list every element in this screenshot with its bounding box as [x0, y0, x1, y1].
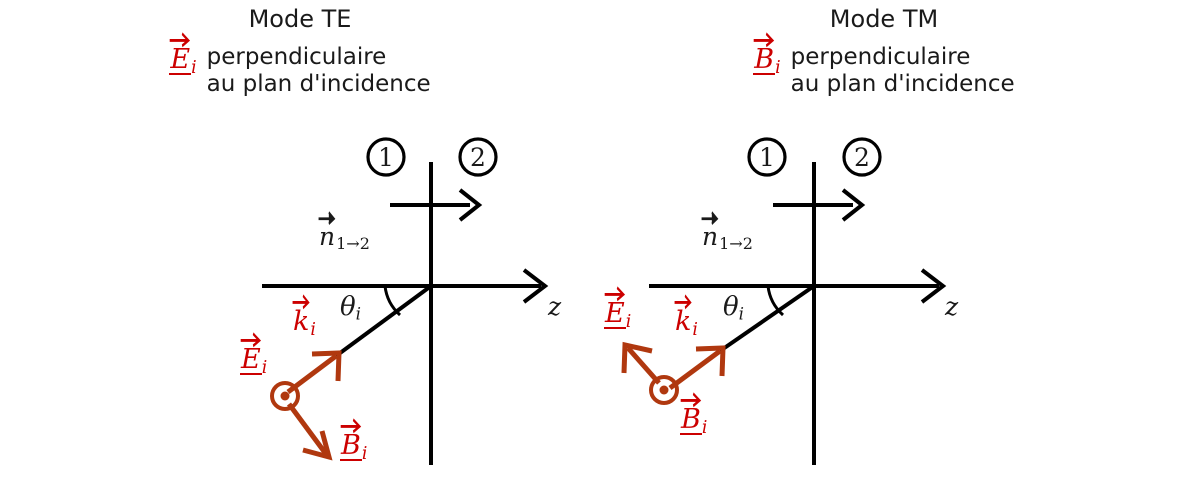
b-out-of-page-circle-tm	[649, 375, 679, 405]
normal-label-sub-te: 1→2	[336, 234, 370, 253]
angle-label-sub-te: i	[355, 304, 361, 324]
e-arrowhead-tm	[621, 341, 653, 374]
e-vector-label-te: Ei	[240, 332, 268, 378]
z-axis-arrowhead-te	[522, 268, 549, 304]
vector-arrow-normal-icon	[701, 210, 719, 226]
normal-label-sub-tm: 1→2	[719, 234, 753, 253]
angle-arc-tm	[766, 285, 785, 317]
k-vector-label-te: ki	[292, 294, 316, 340]
vector-arrow-k-icon	[292, 293, 310, 310]
normal-arrowhead-te	[458, 188, 483, 222]
normal-label-tm: n1→2	[701, 211, 753, 253]
z-axis-label-tm: z	[945, 292, 959, 321]
e-label-letter-tm: E	[605, 298, 625, 329]
region-1-label-te: 1	[378, 143, 394, 172]
e-label-sub-te: i	[261, 357, 268, 378]
b-arrowhead-te	[302, 430, 333, 461]
caption-text-te: perpendiculaire au plan d'incidence	[207, 44, 431, 98]
normal-label-letter-tm: n	[702, 222, 719, 251]
k-arrowhead-tm	[695, 345, 726, 377]
vector-arrow-b-icon	[680, 391, 702, 408]
e-out-of-page-circle-te	[270, 381, 300, 411]
caption-line2-te: au plan d'incidence	[206, 71, 431, 97]
k-arrowhead-te	[311, 350, 342, 382]
e-out-of-page-dot-te	[280, 391, 290, 401]
caption-symbol-letter-te: E	[170, 44, 191, 75]
vector-arrow-b-icon	[340, 417, 362, 434]
e-vector-label-tm: Ei	[604, 286, 632, 332]
angle-label-tm: θi	[723, 292, 744, 324]
vector-arrow-normal-icon	[318, 210, 336, 226]
e-vector-tm	[626, 346, 661, 385]
k-vector-label-tm: ki	[674, 294, 698, 340]
angle-label-letter-te: θ	[340, 292, 356, 322]
region-2-circle-tm	[842, 137, 882, 177]
panel-mode-tm: Mode TM Bi perpendiculaire au plan d'inc…	[600, 0, 1200, 477]
b-vector-te	[286, 402, 329, 456]
region-1-circle-tm	[747, 137, 787, 177]
b-label-letter-te: B	[341, 430, 361, 461]
normal-label-te: n1→2	[318, 211, 370, 253]
k-label-sub-te: i	[310, 319, 316, 340]
caption-symbol-letter-tm: B	[754, 44, 775, 75]
caption-symbol-te: Ei	[169, 32, 197, 78]
region-2-label-te: 2	[470, 143, 486, 172]
z-axis-label-te: z	[548, 292, 562, 321]
region-2-label-tm: 2	[854, 143, 870, 172]
angle-label-sub-tm: i	[738, 304, 744, 324]
e-label-sub-tm: i	[625, 311, 632, 332]
vector-arrow-accent-icon	[753, 31, 775, 48]
panel-title-te: Mode TE	[248, 5, 352, 33]
k-label-letter-tm: k	[675, 306, 692, 337]
vector-arrow-e-icon	[240, 331, 262, 348]
region-2-circle-te	[458, 137, 498, 177]
normal-arrowhead-tm	[841, 188, 866, 222]
k-label-sub-tm: i	[692, 319, 698, 340]
b-label-letter-tm: B	[681, 404, 701, 435]
angle-label-letter-tm: θ	[723, 292, 739, 322]
angle-arc-te	[383, 285, 402, 317]
caption-symbol-sub-tm: i	[775, 57, 781, 78]
b-label-sub-te: i	[361, 443, 368, 464]
diagram-tm: 1 2	[621, 137, 947, 465]
angle-label-te: θi	[340, 292, 361, 324]
vector-arrow-accent-icon	[169, 31, 191, 48]
caption-text-tm: perpendiculaire au plan d'incidence	[791, 44, 1015, 98]
k-label-letter-te: k	[293, 306, 310, 337]
vector-arrow-e-icon	[604, 285, 626, 302]
k-vector-tm	[668, 348, 722, 391]
e-label-letter-te: E	[241, 344, 261, 375]
b-vector-label-te: Bi	[340, 418, 368, 464]
caption-te: Ei perpendiculaire au plan d'incidence	[0, 32, 600, 98]
panel-mode-te: Mode TE Ei perpendiculaire au plan d'inc…	[0, 5, 600, 465]
normal-label-letter-te: n	[319, 222, 336, 251]
z-axis-arrowhead-tm	[920, 268, 947, 304]
diagram-te: 1 2	[262, 137, 549, 465]
caption-symbol-sub-te: i	[191, 57, 197, 78]
caption-line1-te: perpendiculaire	[206, 44, 387, 70]
b-vector-label-tm: Bi	[680, 392, 708, 438]
panel-title-tm: Mode TM	[829, 5, 939, 33]
caption-symbol-tm: Bi	[753, 32, 781, 78]
region-1-label-tm: 1	[759, 143, 775, 172]
vector-arrow-k-icon	[674, 293, 692, 310]
caption-tm: Bi perpendiculaire au plan d'incidence	[584, 32, 1184, 98]
b-label-sub-tm: i	[701, 417, 708, 438]
incident-ray-te	[334, 284, 433, 358]
incident-ray-tm	[718, 284, 816, 353]
b-out-of-page-dot-tm	[659, 385, 669, 395]
caption-line2-tm: au plan d'incidence	[790, 71, 1015, 97]
caption-line1-tm: perpendiculaire	[790, 44, 971, 70]
region-1-circle-te	[366, 137, 406, 177]
